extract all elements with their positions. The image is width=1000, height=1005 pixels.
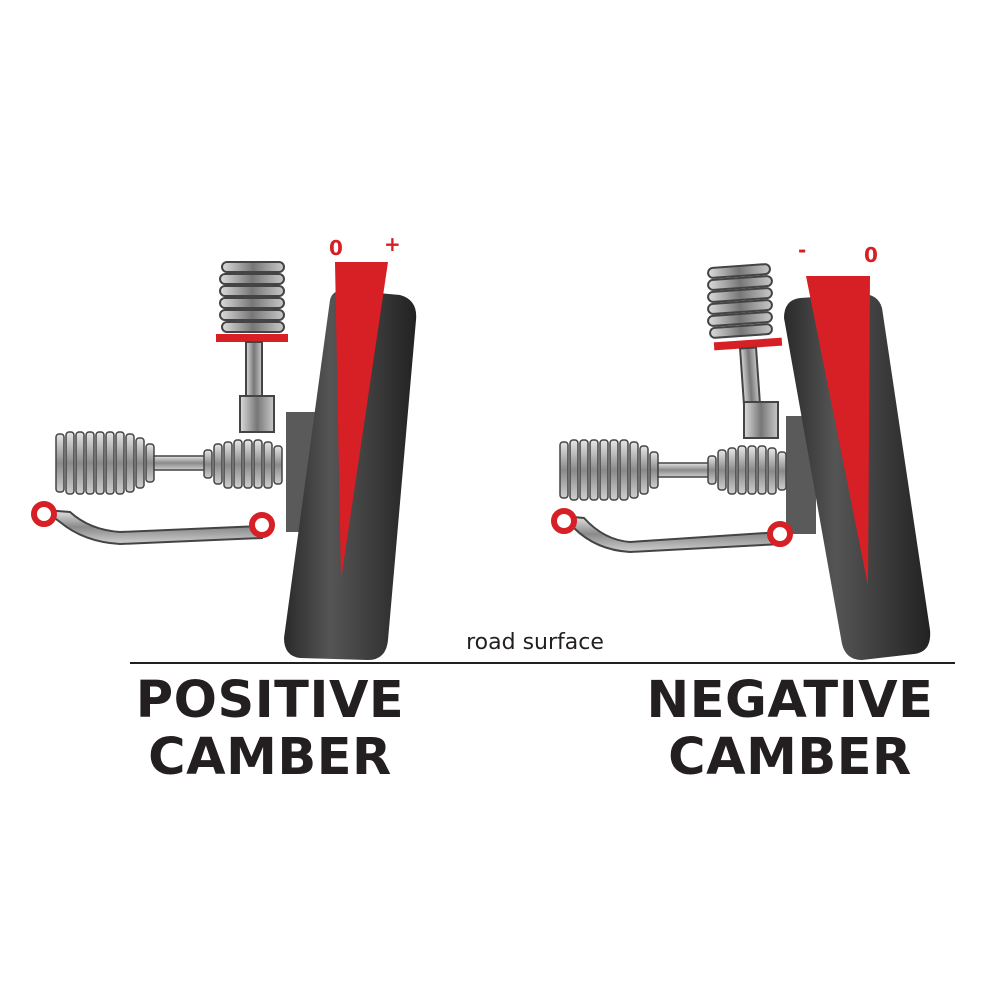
- spring-seat: [216, 334, 288, 342]
- positive-caption-line2: CAMBER: [148, 728, 392, 787]
- camber-wedge: [335, 262, 388, 580]
- strut-rod: [738, 346, 762, 406]
- tie-rod: [153, 455, 209, 471]
- tie-rod: [657, 462, 713, 478]
- rack-bellows-outer: [203, 439, 283, 489]
- spring-seat: [713, 337, 783, 351]
- control-arm: [559, 514, 784, 554]
- arm-pivot-outer: [249, 512, 275, 538]
- negative-caption-line2: CAMBER: [668, 728, 912, 787]
- negative-camber-assembly: [551, 263, 931, 660]
- rack-bellows-inner: [55, 431, 155, 495]
- coil-spring: [219, 261, 285, 333]
- neg-minus-mark: -: [798, 238, 807, 262]
- coil-spring: [707, 263, 773, 339]
- positive-camber-assembly: [31, 261, 417, 660]
- arm-pivot-inner: [551, 508, 577, 534]
- arm-pivot-outer: [767, 521, 793, 547]
- strut-body: [239, 395, 275, 433]
- control-arm: [40, 508, 263, 546]
- negative-camber-caption: NEGATIVE CAMBER: [630, 672, 950, 786]
- rack-bellows-outer: [707, 445, 787, 495]
- strut-body: [743, 401, 779, 439]
- negative-caption-line1: NEGATIVE: [646, 671, 934, 730]
- road-surface-label: road surface: [466, 630, 604, 655]
- strut-rod: [245, 341, 263, 401]
- neg-zero-mark: 0: [864, 243, 878, 267]
- pos-zero-mark: 0: [329, 236, 343, 260]
- rack-bellows-inner: [559, 439, 659, 501]
- positive-caption-line1: POSITIVE: [135, 671, 405, 730]
- positive-camber-caption: POSITIVE CAMBER: [110, 672, 430, 786]
- arm-pivot-inner: [31, 501, 57, 527]
- pos-plus-mark: +: [384, 232, 401, 256]
- camber-wedge: [806, 276, 870, 586]
